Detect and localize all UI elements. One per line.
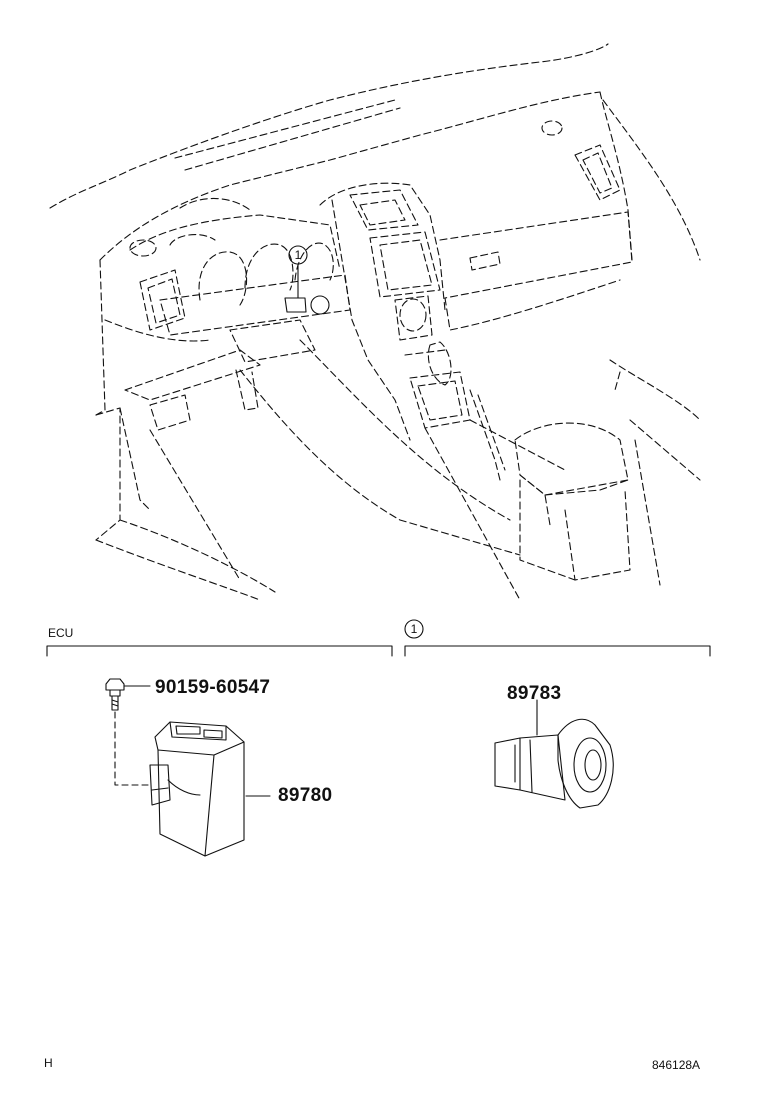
part-number-bolt: 90159-60547 xyxy=(155,677,271,698)
callout-leader xyxy=(284,245,330,315)
section-callout-number: 1 xyxy=(411,622,418,636)
footer-left-code: H xyxy=(44,1056,53,1070)
part-number-sensor: 89783 xyxy=(507,683,562,704)
dashboard-illustration xyxy=(49,43,701,601)
sensor-illustration xyxy=(494,699,614,809)
part-number-ecu: 89780 xyxy=(278,785,333,806)
bolt-illustration xyxy=(105,678,151,786)
footer-diagram-id: 846128A xyxy=(652,1058,701,1072)
section-bracket-ecu xyxy=(46,645,393,657)
section-label-ecu: ECU xyxy=(48,626,74,640)
callout-marker-dashboard: 1 xyxy=(295,248,302,262)
section-callout-marker xyxy=(404,619,424,639)
ecu-unit-illustration xyxy=(149,721,271,857)
section-bracket-callout xyxy=(404,645,711,657)
